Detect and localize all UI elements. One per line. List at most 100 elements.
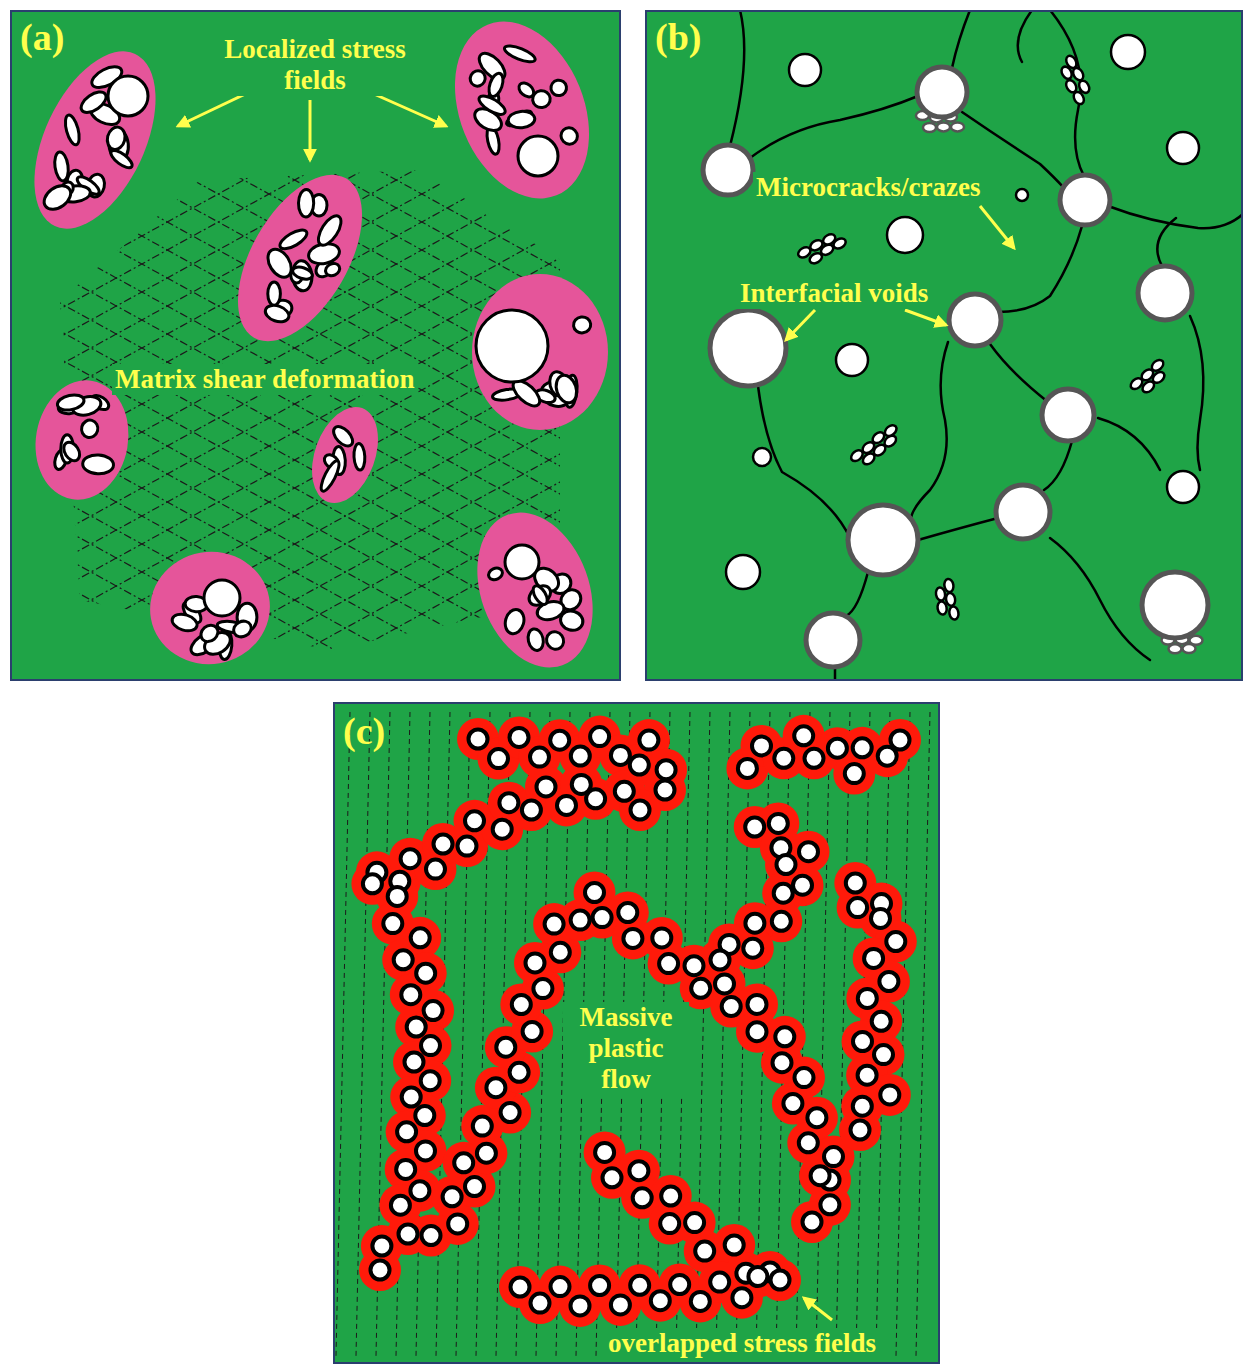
particle	[845, 764, 864, 783]
panel-b-art	[703, 10, 1243, 681]
particle	[523, 1022, 542, 1041]
particle	[789, 54, 821, 86]
particle	[53, 151, 70, 182]
particle	[836, 344, 868, 376]
particle	[726, 555, 760, 589]
annotation-label: Matrix shear deformation	[112, 364, 417, 395]
particle	[531, 1294, 550, 1313]
particle	[772, 912, 791, 931]
particle	[407, 1018, 426, 1037]
particle-cluster	[1190, 636, 1203, 645]
particle	[505, 545, 539, 579]
crack	[998, 226, 1082, 312]
particle	[415, 1106, 434, 1125]
crack	[730, 10, 744, 146]
particle	[590, 727, 609, 746]
particle	[872, 1012, 891, 1031]
particle	[618, 903, 637, 922]
particle	[401, 849, 420, 868]
particle	[871, 909, 890, 928]
crack	[1098, 418, 1160, 470]
particle	[512, 995, 531, 1014]
interfacial-void	[1138, 266, 1192, 320]
particle	[887, 217, 923, 253]
particle	[651, 1291, 670, 1310]
particle	[773, 1053, 792, 1072]
crack	[1157, 218, 1176, 266]
particle	[469, 730, 488, 749]
particle	[1167, 471, 1199, 503]
particle-cluster	[1059, 65, 1073, 81]
particle-cluster	[832, 236, 848, 250]
particle	[108, 147, 134, 170]
panel-label: (a)	[20, 16, 64, 60]
particle	[391, 1196, 410, 1215]
particle	[853, 1097, 872, 1116]
particle	[745, 818, 764, 837]
particle	[660, 1214, 679, 1233]
pointer-arrow	[804, 1298, 832, 1320]
particle	[231, 618, 254, 640]
particle	[416, 964, 435, 983]
particle	[526, 627, 545, 652]
particle	[685, 956, 704, 975]
particle	[510, 1063, 529, 1082]
particle-cluster	[935, 587, 946, 601]
plastic-flow-lines	[336, 712, 930, 1356]
particle	[795, 1068, 814, 1087]
particle	[448, 1214, 467, 1233]
particle	[503, 43, 537, 65]
annotation-label: overlapped stress fields	[605, 1328, 879, 1359]
shear-line	[40, 208, 600, 516]
annotation-label: Microcracks/crazes	[753, 172, 983, 203]
particle	[396, 1160, 415, 1179]
particle-cluster	[937, 122, 950, 131]
particle	[421, 1071, 440, 1090]
particle-cluster	[1150, 358, 1166, 373]
crack	[990, 344, 1048, 402]
particle-cluster	[883, 423, 899, 438]
particle	[530, 748, 549, 767]
particle	[710, 1273, 729, 1292]
particle	[880, 1085, 899, 1104]
particle	[722, 997, 741, 1016]
particle-cluster	[951, 122, 964, 131]
particle	[263, 302, 291, 324]
pointer-arrow	[905, 310, 946, 325]
particle	[811, 1166, 830, 1185]
particle	[748, 1022, 767, 1041]
particle	[424, 1001, 443, 1020]
particle	[571, 1296, 590, 1315]
particle	[820, 1195, 839, 1214]
interfacial-void	[996, 485, 1050, 539]
particle	[545, 915, 564, 934]
particle	[846, 874, 865, 893]
particle	[711, 951, 730, 970]
particle	[864, 949, 883, 968]
particle	[769, 814, 788, 833]
crack	[1050, 538, 1150, 660]
particle-cluster	[923, 123, 936, 132]
particle	[715, 974, 734, 993]
particle	[511, 1278, 530, 1297]
stress-field	[141, 542, 279, 673]
flow-line	[896, 712, 910, 1356]
interfacial-void	[949, 294, 1001, 346]
particle	[874, 1045, 893, 1064]
particle	[629, 1161, 648, 1180]
particle	[477, 1144, 496, 1163]
particle	[851, 1121, 870, 1140]
particle	[593, 908, 612, 927]
particle	[753, 448, 771, 466]
particle	[558, 124, 581, 147]
particle	[771, 1271, 790, 1290]
particle	[738, 759, 757, 778]
particle	[590, 1276, 609, 1295]
particle	[691, 979, 710, 998]
particle	[268, 282, 281, 305]
stress-field	[457, 496, 613, 681]
crack	[918, 518, 998, 540]
particle	[78, 88, 110, 117]
microcracks	[730, 10, 1243, 681]
particle	[63, 114, 82, 147]
